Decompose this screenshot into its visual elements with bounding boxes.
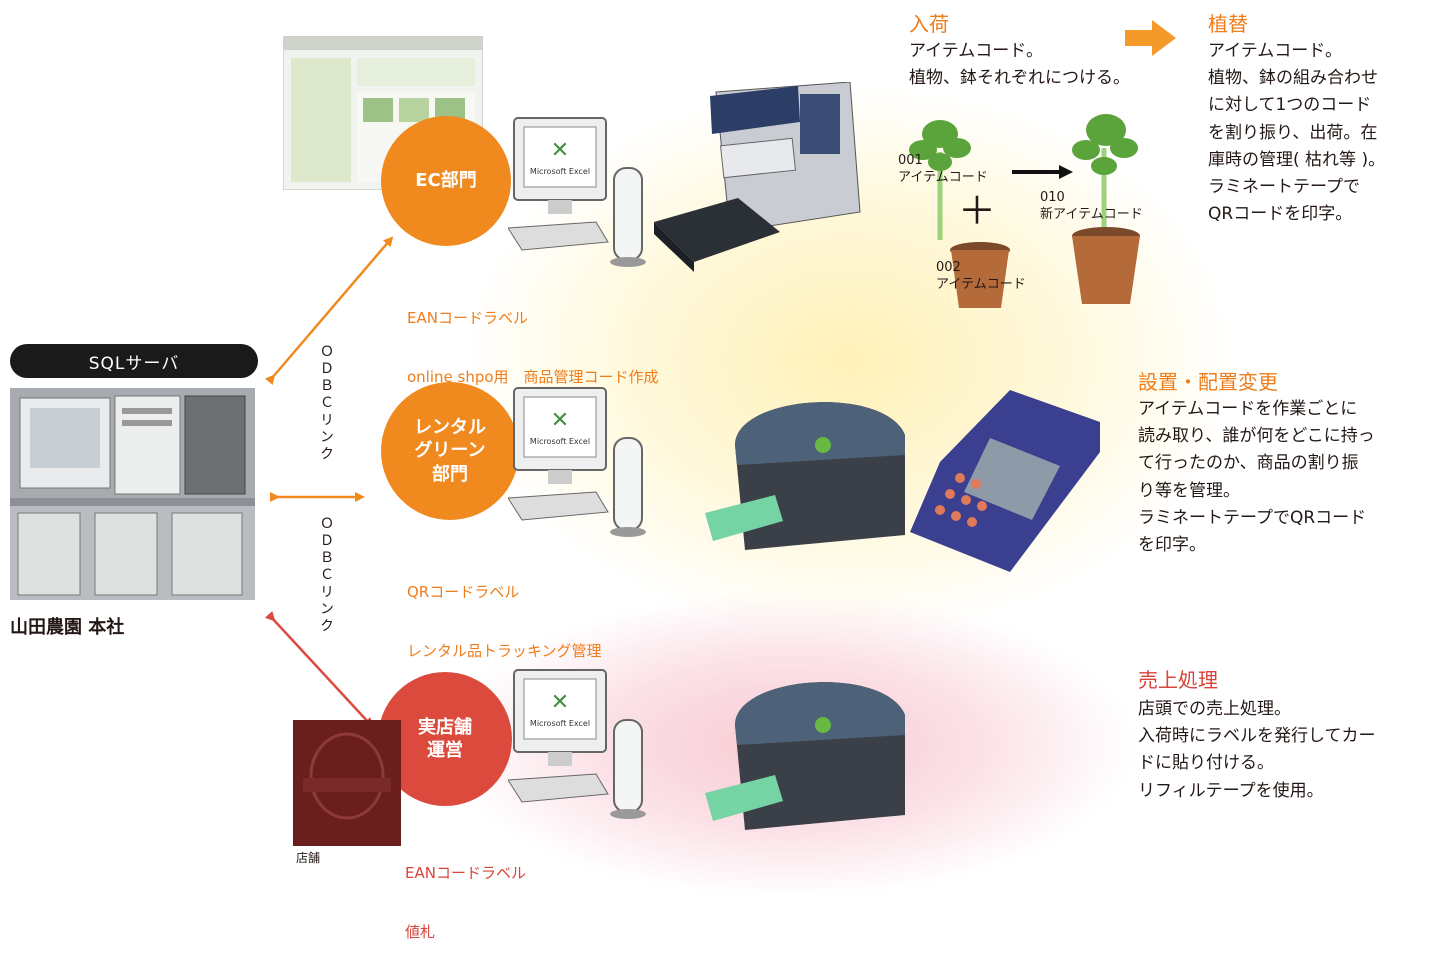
store-label-line2: 運営	[427, 740, 463, 761]
rental-caption: QRコードラベル レンタル品トラッキング管理	[407, 544, 602, 681]
store-pc-computer: ✕ Microsoft Excel	[508, 669, 646, 819]
orange-flow-arrow	[1125, 20, 1176, 56]
ec-department-node: EC部門	[381, 116, 511, 246]
ec-caption-line1: EANコードラベル	[407, 309, 528, 327]
ec-caption-line2: online shpo用 商品管理コード作成	[407, 367, 659, 386]
label-printer-store	[705, 682, 905, 830]
rental-pc-computer: ✕ Microsoft Excel	[508, 387, 646, 537]
svg-text:Microsoft Excel: Microsoft Excel	[530, 719, 590, 728]
plant-seedling-icon	[909, 120, 971, 240]
rental-caption-line2: レンタル品トラッキング管理	[407, 641, 602, 660]
sales-heading: 売上処理	[1138, 668, 1218, 692]
new-item-code-label: 010 新アイテムコード	[1040, 190, 1143, 222]
svg-text:✕: ✕	[551, 408, 569, 433]
label-printer-large	[654, 82, 861, 272]
rental-label-line2: グリーン	[414, 440, 486, 462]
svg-text:✕: ✕	[551, 690, 569, 715]
rental-department-node: レンタル グリーン 部門	[381, 382, 519, 520]
potted-plant-icon	[1072, 114, 1140, 304]
replant-description: アイテムコード。 植物、鉢の組み合わせ に対して1つのコード を割り振り、出荷。…	[1208, 41, 1386, 225]
store-caption-line1: EANコードラベル	[405, 864, 526, 882]
rental-caption-line1: QRコードラベル	[407, 583, 520, 601]
empty-pot-icon	[950, 242, 1010, 308]
svg-text:Microsoft Excel: Microsoft Excel	[530, 167, 590, 176]
sales-description: 店頭での売上処理。 入荷時にラベルを発行してカー ドに貼り付ける。 リフィルテー…	[1138, 699, 1376, 801]
arrival-heading: 入荷	[909, 12, 949, 36]
handheld-terminal	[910, 390, 1100, 572]
install-heading: 設置・配置変更	[1138, 370, 1278, 394]
svg-text:✕: ✕	[551, 138, 569, 163]
connector-arrows	[264, 20, 1176, 728]
store-label-line1: 実店舗	[418, 716, 472, 738]
store-photo-caption: 店舗	[296, 851, 321, 865]
svg-text:Microsoft Excel: Microsoft Excel	[530, 437, 590, 446]
store-caption-line2: 値札	[405, 922, 436, 941]
ec-caption: EANコードラベル online shpo用 商品管理コード作成	[407, 270, 659, 407]
plant-item-code-label: 001 アイテムコード	[898, 153, 988, 185]
install-description: アイテムコードを作業ごとに 読み取り、誰が何をどこに持っ て行ったのか、商品の割…	[1138, 399, 1375, 555]
pot-item-code-label: 002 アイテムコード	[936, 260, 1026, 292]
server-caption: 山田農園 本社	[10, 617, 125, 638]
odbc-link-label-lower: ＯＤＢＣリンク	[318, 516, 334, 635]
link-arrow-store	[264, 610, 374, 728]
plus-icon: ＋	[958, 189, 997, 233]
arrival-description: アイテムコード。 植物、鉢それぞれにつける。	[909, 41, 1130, 89]
link-arrow-ec	[264, 236, 394, 386]
server-rack-photo	[10, 388, 255, 600]
store-caption: EANコードラベル 値札	[405, 825, 526, 962]
sql-server-label: SQLサーバ	[10, 344, 258, 378]
ec-department-label: EC部門	[415, 170, 477, 192]
replant-heading: 植替	[1208, 12, 1248, 36]
rental-label-line1: レンタル	[414, 416, 486, 438]
store-photo	[293, 720, 401, 846]
rental-label-line3: 部門	[432, 463, 468, 485]
odbc-link-label-upper: ＯＤＢＣリンク	[318, 344, 334, 463]
ec-pc-computer: ✕ Microsoft Excel	[508, 117, 646, 267]
label-printer-rental	[705, 402, 905, 550]
